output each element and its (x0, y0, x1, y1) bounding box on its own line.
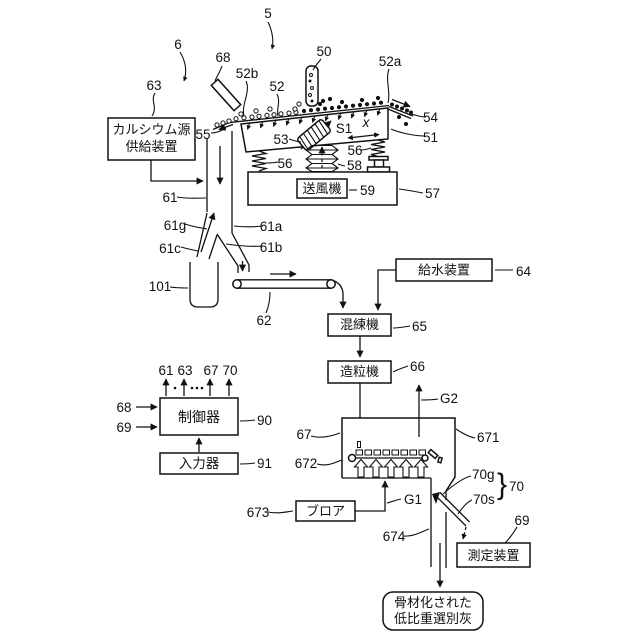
brace-70: } (497, 468, 507, 501)
calcium-source-device: カルシウム源 供給装置 (107, 117, 204, 185)
reference-numerals: 5 6 63 68 52b 52 50 52a 54 51 55 53 S1 x… (116, 6, 531, 544)
dryer-67 (341, 384, 456, 568)
product-line2: 低比重選別灰 (394, 611, 472, 626)
kneader-label: 混練機 (340, 317, 379, 332)
screen-deck-line (227, 104, 390, 124)
ref-673: 673 (247, 505, 270, 520)
ref-70g: 70g (472, 467, 495, 482)
ref-50: 50 (316, 44, 331, 59)
ref-out-63: 63 (177, 363, 192, 378)
product-line1: 骨材化された (394, 595, 472, 610)
x-span-arrow (347, 132, 380, 141)
granulator: 造粒機 (327, 360, 392, 428)
spring-right (370, 139, 386, 158)
ref-65: 65 (412, 319, 427, 334)
ellipsis-dots (173, 386, 204, 390)
left-discharge-arrow (218, 123, 234, 131)
calcium-feed-line (150, 160, 204, 185)
ref-59: 59 (360, 183, 375, 198)
hot-air-nozzles (353, 458, 429, 478)
ref-61c: 61c (159, 241, 181, 256)
ref-55: 55 (195, 127, 210, 142)
feed-tube-particles (308, 73, 314, 103)
bottom-blower: ブロア (295, 480, 389, 522)
calcium-label-line2: 供給装置 (125, 139, 177, 154)
ref-out-70: 70 (222, 363, 237, 378)
ref-56-left: 56 (277, 156, 292, 171)
ref-51: 51 (423, 130, 438, 145)
ref-x: x (362, 115, 371, 130)
measuring-device: 測定装置 (456, 542, 531, 568)
falling-granule-2 (436, 456, 444, 464)
ref-61g: 61g (164, 218, 187, 233)
ref-70s: 70s (473, 492, 495, 507)
kneader: 混練機 (327, 313, 392, 358)
water-label: 給水装置 (418, 263, 470, 278)
ref-out-61: 61 (158, 363, 173, 378)
conveyor-62 (232, 270, 347, 309)
right-discharge (387, 98, 414, 126)
measuring-label: 測定装置 (467, 548, 519, 563)
ref-69-input: 69 (116, 420, 131, 435)
ref-out-67: 67 (203, 363, 218, 378)
ref-672: 672 (295, 456, 318, 471)
vibrator-53 (297, 119, 331, 151)
input-device-label: 入力器 (179, 456, 220, 471)
ref-66: 66 (410, 359, 425, 374)
product-box: 骨材化された 低比重選別灰 (382, 591, 484, 631)
calcium-label-line1: カルシウム源 (112, 122, 190, 137)
ref-69-bottom: 69 (514, 513, 529, 528)
ref-s1: S1 (336, 121, 353, 136)
blower-label: ブロア (306, 504, 345, 519)
ref-6: 6 (174, 37, 182, 52)
ref-68: 68 (215, 50, 230, 65)
ref-58: 58 (347, 158, 362, 173)
dryer-items (355, 441, 426, 456)
ref-91: 91 (257, 456, 272, 471)
ref-52b: 52b (236, 66, 259, 81)
ref-61a: 61a (260, 219, 283, 234)
fan-label: 送風機 (302, 181, 341, 196)
falling-granule-1 (427, 448, 439, 460)
ref-56-right: 56 (347, 143, 362, 158)
leader-lines (151, 21, 518, 544)
spring-left (251, 150, 269, 172)
separator-unit: 送風機 (210, 65, 414, 206)
ref-70: 70 (509, 479, 524, 494)
ref-61b: 61b (260, 240, 283, 255)
ref-101: 101 (149, 279, 172, 294)
ref-64: 64 (516, 264, 532, 279)
pipe-61 (196, 131, 250, 273)
ref-63: 63 (146, 78, 161, 93)
ref-674: 674 (383, 529, 406, 544)
feeder-chute-68 (210, 78, 242, 112)
mesh-flow-ticks (246, 108, 382, 130)
ref-61: 61 (162, 190, 177, 205)
ref-52a: 52a (379, 54, 402, 69)
ref-53: 53 (273, 132, 288, 147)
flap-arrow (200, 212, 216, 253)
ref-671: 671 (477, 430, 500, 445)
ref-57: 57 (425, 186, 440, 201)
water-supply-device: 給水装置 (374, 258, 493, 311)
controller-unit: 制御器 入力器 (136, 378, 239, 475)
light-particles (214, 101, 302, 128)
ref-68-input: 68 (116, 400, 131, 415)
container-101 (189, 262, 219, 308)
ref-54: 54 (423, 110, 439, 125)
ref-5: 5 (264, 6, 272, 21)
sensor-70 (432, 492, 470, 540)
ref-90: 90 (257, 413, 272, 428)
heavy-particles (301, 95, 384, 114)
ref-67: 67 (296, 427, 311, 442)
ref-g1: G1 (404, 492, 422, 507)
ref-62: 62 (256, 313, 271, 328)
ref-g2: G2 (440, 391, 458, 406)
fan-box (296, 178, 348, 199)
pedestal (366, 155, 391, 173)
ref-52: 52 (269, 79, 284, 94)
controller-label: 制御器 (178, 409, 220, 425)
granulator-label: 造粒機 (340, 364, 379, 379)
